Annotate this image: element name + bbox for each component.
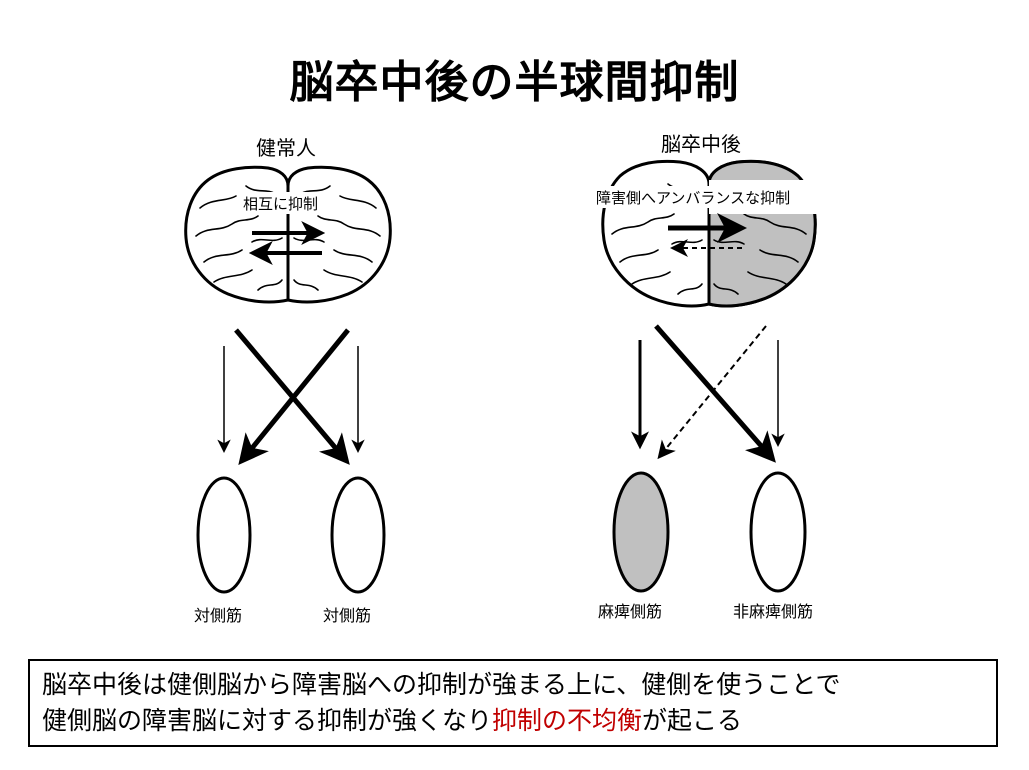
non-paretic-muscle-label: 非麻痺側筋 [733, 602, 814, 621]
summary-line-1: 脳卒中後は健側脳から障害脳への抑制が強まる上に、健側を使うことで [42, 670, 841, 699]
healthy-left-muscle-label: 対側筋 [194, 606, 243, 625]
stroke-heading: 脳卒中後 [661, 132, 741, 156]
paretic-muscle-label: 麻痺側筋 [598, 602, 663, 621]
healthy-right-muscle-label: 対側筋 [323, 606, 372, 625]
summary-line-2-end: が起こる [642, 706, 743, 735]
paretic-muscle [612, 471, 670, 593]
non-paretic-muscle [749, 471, 807, 593]
summary-line-2: 健側脳の障害脳に対する抑制が強くなり抑制の不均衡が起こる [42, 703, 984, 739]
healthy-brain [184, 165, 392, 304]
summary-accent-text: 抑制の不均衡 [492, 706, 643, 735]
stroke-brain-label: 障害側へアンバランスな抑制 [596, 189, 791, 207]
stroke-descending-pathways [631, 324, 785, 463]
stroke-brain [592, 159, 830, 308]
healthy-heading: 健常人 [256, 136, 316, 160]
healthy-left-muscle [196, 476, 252, 594]
page-title: 脳卒中後の半球間抑制 [289, 57, 740, 108]
healthy-brain-label: 相互に抑制 [243, 195, 319, 213]
summary-box: 脳卒中後は健側脳から障害脳への抑制が強まる上に、健側を使うことで 健側脳の障害脳… [28, 659, 998, 747]
healthy-right-muscle [330, 476, 386, 594]
summary-line-2-start: 健側脳の障害脳に対する抑制が強くなり [42, 706, 493, 735]
healthy-descending-pathways [217, 328, 365, 465]
